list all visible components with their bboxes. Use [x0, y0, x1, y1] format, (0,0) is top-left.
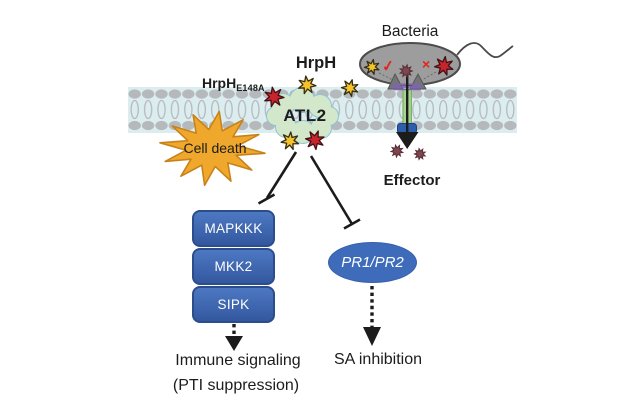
sa-inhibition-label: SA inhibition — [333, 351, 423, 368]
dashed-arrow-immune — [225, 324, 243, 351]
connector-dotted-right — [421, 71, 437, 81]
hrph-mutant-label-base: HrpH — [202, 75, 237, 91]
atl2-label: ATL2 — [283, 106, 327, 125]
hrph-mutant-label: HrpHE148A — [202, 75, 265, 93]
check-mark: ✓ — [380, 57, 396, 76]
cross-mark: × — [422, 56, 431, 72]
pti-suppression-label: (PTI suppression) — [172, 377, 300, 394]
connector-dotted-left — [378, 72, 394, 81]
cascade-box-mkk2-label: MKK2 — [214, 259, 253, 274]
effector-splat-icon — [413, 146, 428, 162]
effector-delivery-arrowhead — [396, 132, 419, 149]
pr-genes-label: PR1/PR2 — [341, 254, 404, 271]
effector-splat-icon — [389, 143, 405, 159]
cascade-box-sipk: SIPK — [192, 286, 275, 323]
effector-label: Effector — [383, 172, 441, 189]
bacterium — [359, 42, 514, 149]
bacteria-label: Bacteria — [381, 23, 439, 40]
inhibition-tbar-to-pr — [309, 155, 361, 230]
dashed-arrow-sa — [363, 286, 381, 346]
cascade-box-mapkkk: MAPKKK — [192, 210, 275, 247]
pr-genes-ellipse: PR1/PR2 — [328, 242, 417, 283]
immune-signaling-label: Immune signaling — [175, 352, 301, 369]
cascade-box-mkk2: MKK2 — [192, 248, 275, 285]
inhibition-tbar-to-cascade — [257, 151, 298, 205]
hrph-label: HrpH — [295, 54, 337, 72]
cell-death-label: Cell death — [183, 140, 247, 156]
flagellum-icon — [456, 42, 514, 59]
cascade-box-sipk-label: SIPK — [217, 297, 250, 312]
cascade-box-mapkkk-label: MAPKKK — [204, 221, 263, 236]
hrph-mutant-label-subscript: E148A — [236, 83, 265, 93]
